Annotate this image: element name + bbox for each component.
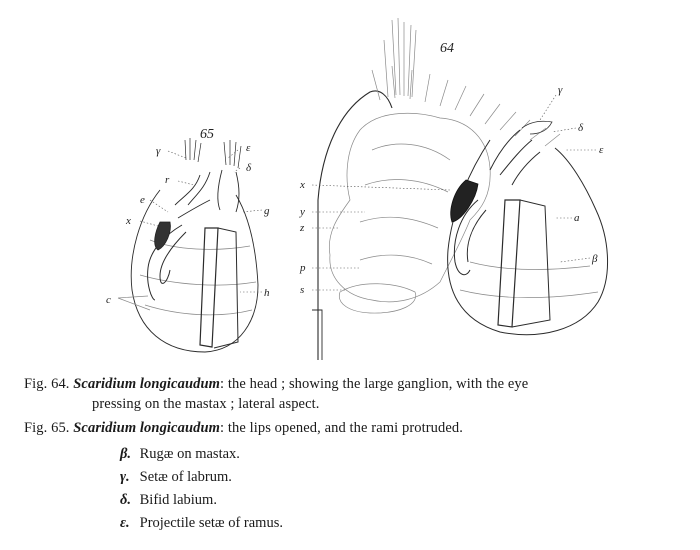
caption-fig64-line1: Fig. 64. Scaridium longicaudum: the head… (24, 376, 528, 393)
caption-fig64-text1: : the head ; showing the large ganglion,… (220, 376, 529, 392)
fig65-label-r: r (165, 174, 170, 186)
illustration-plate: 65 γ ε δ r e x g h c 64 γ δ (106, 17, 608, 360)
caption-fig64-line2: pressing on the mastax ; lateral aspect. (92, 396, 319, 413)
legend-text-beta: Rugæ on mastax. (139, 446, 240, 462)
fig64-label-beta: β (591, 253, 598, 265)
caption-fig65-species: Scaridium longicaudum (73, 420, 220, 436)
fig65-label-c: c (106, 294, 111, 306)
legend-symbol-gamma: γ. (120, 469, 130, 485)
legend-item-gamma: γ. Setæ of labrum. (120, 469, 232, 486)
fig65-label-x: x (125, 215, 131, 227)
fig64-label-z: z (299, 222, 305, 234)
caption-fig64-text2: pressing on the mastax ; lateral aspect. (92, 396, 320, 412)
caption-fig65-line: Fig. 65. Scaridium longicaudum: the lips… (24, 420, 463, 437)
legend-symbol-epsilon: ε. (120, 515, 130, 531)
fig64-label-gamma: γ (558, 84, 563, 96)
legend-item-beta: β. Rugæ on mastax. (120, 446, 240, 463)
fig64-label-x: x (299, 179, 305, 191)
figure-64-drawing (311, 17, 608, 360)
figure-65-number: 65 (200, 127, 214, 142)
fig64-label-a: a (574, 212, 580, 224)
legend-symbol-beta: β. (120, 446, 132, 462)
legend-symbol-delta: δ. (120, 492, 132, 508)
legend-item-epsilon: ε. Projectile setæ of ramus. (120, 515, 283, 532)
fig65-label-e: e (140, 194, 145, 206)
legend-text-gamma: Setæ of labrum. (139, 469, 232, 485)
caption-fig64-label: Fig. 64. (24, 376, 70, 392)
fig64-label-delta: δ (578, 122, 584, 134)
legend-text-epsilon: Projectile setæ of ramus. (139, 515, 283, 531)
figure-64-number: 64 (440, 41, 454, 56)
figure-65-drawing (117, 138, 263, 353)
fig64-label-epsilon: ε (599, 144, 604, 156)
fig64-label-p: p (299, 262, 306, 274)
fig65-label-delta: δ (246, 162, 252, 174)
caption-fig65-label: Fig. 65. (24, 420, 70, 436)
fig65-label-g: g (264, 205, 270, 217)
fig65-label-gamma: γ (156, 145, 161, 157)
legend-text-delta: Bifid labium. (139, 492, 217, 508)
fig64-label-s: s (300, 284, 304, 296)
legend-item-delta: δ. Bifid labium. (120, 492, 217, 509)
fig65-label-h: h (264, 287, 270, 299)
fig65-label-epsilon: ε (246, 142, 251, 154)
fig64-label-y: y (299, 206, 305, 218)
caption-fig64-species: Scaridium longicaudum (73, 376, 220, 392)
caption-fig65-text: : the lips opened, and the rami protrude… (220, 420, 463, 436)
